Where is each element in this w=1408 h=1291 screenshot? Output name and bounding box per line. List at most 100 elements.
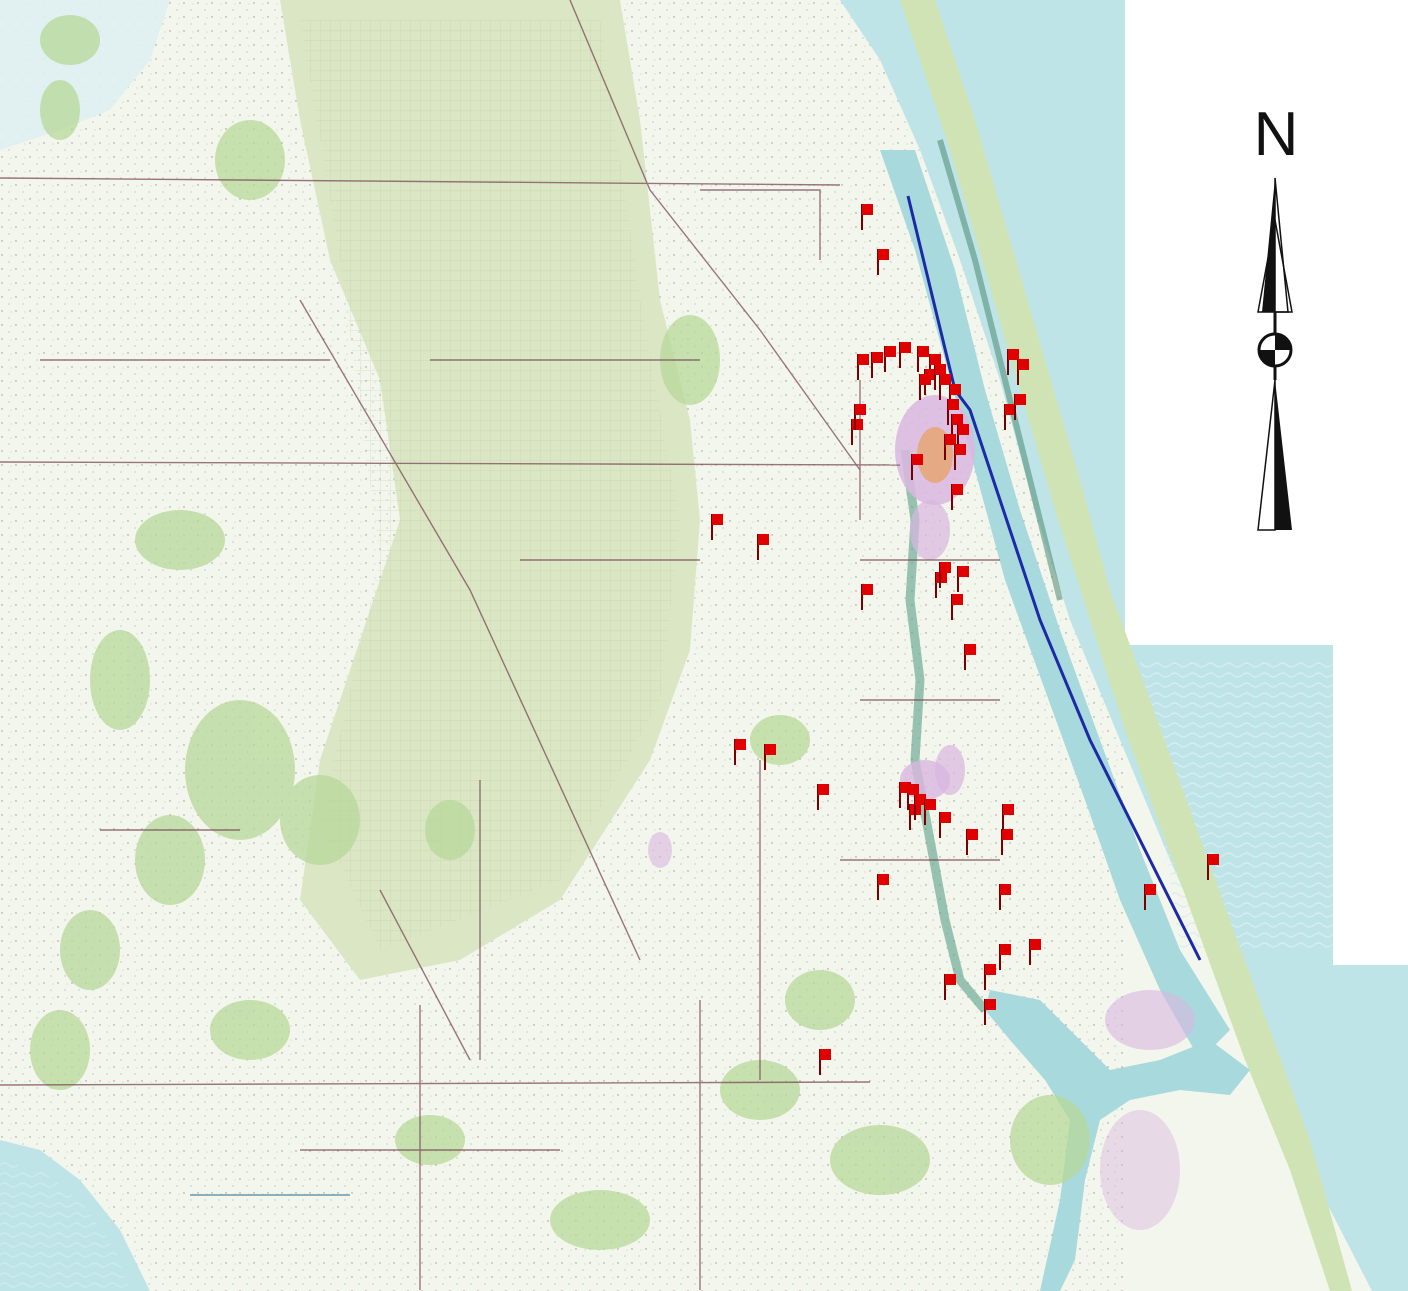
red-flag-icon — [948, 399, 959, 410]
site-flag — [1014, 394, 1026, 420]
site-flag — [939, 812, 951, 838]
red-flag-icon — [1000, 884, 1011, 895]
site-flag — [854, 404, 866, 430]
site-flag — [1004, 404, 1016, 430]
site-flag — [861, 584, 873, 610]
site-flag — [957, 566, 969, 592]
site-flag — [734, 739, 746, 765]
site-flag — [944, 434, 956, 460]
site-flag — [947, 399, 959, 425]
red-flag-icon — [758, 534, 769, 545]
red-flag-icon — [765, 744, 776, 755]
red-flag-icon — [1208, 854, 1219, 865]
red-flag-icon — [862, 584, 873, 595]
red-flag-icon — [1030, 939, 1041, 950]
site-flag — [861, 204, 873, 230]
red-flag-icon — [912, 454, 923, 465]
site-flag — [934, 364, 946, 390]
red-flag-icon — [967, 829, 978, 840]
river-water — [985, 990, 1250, 1291]
red-flag-icon — [958, 566, 969, 577]
red-flag-icon — [952, 484, 963, 495]
site-flag — [944, 974, 956, 1000]
red-flag-icon — [920, 374, 931, 385]
red-flag-icon — [936, 572, 947, 583]
red-flag-icon — [1018, 359, 1029, 370]
red-flag-icon — [900, 782, 911, 793]
red-flag-icon — [955, 444, 966, 455]
north-label: N — [1253, 100, 1299, 169]
red-flag-icon — [1005, 404, 1016, 415]
red-flag-icon — [1000, 944, 1011, 955]
inland-river — [900, 449, 989, 1013]
red-flag-icon — [965, 644, 976, 655]
red-flag-icon — [735, 739, 746, 750]
gulf-waves — [0, 1160, 130, 1291]
site-flag — [939, 562, 951, 588]
site-flag — [954, 444, 966, 470]
roads — [0, 0, 1000, 1290]
site-flag — [819, 1049, 831, 1075]
farmland-grid — [300, 20, 680, 950]
lagoon-water — [880, 150, 1230, 1060]
north-arrow-icon — [1257, 177, 1293, 531]
site-flag — [939, 374, 951, 400]
site-flag — [914, 794, 926, 820]
red-flag-icon — [985, 964, 996, 975]
site-flag — [711, 514, 723, 540]
red-flag-icon — [1008, 349, 1019, 360]
site-flag — [1144, 884, 1156, 910]
site-flag — [999, 944, 1011, 970]
red-flag-icon — [915, 794, 926, 805]
site-flag — [924, 799, 936, 825]
red-flag-icon — [885, 346, 896, 357]
site-flag — [984, 999, 996, 1025]
red-flag-icon — [862, 204, 873, 215]
site-flag — [857, 354, 869, 380]
site-flag — [911, 454, 923, 480]
red-flag-icon — [818, 784, 829, 795]
barrier-island-detail — [937, 139, 1063, 601]
site-flag — [764, 744, 776, 770]
site-flag — [966, 829, 978, 855]
red-flag-icon — [958, 424, 969, 435]
red-flag-icon — [878, 249, 889, 260]
map-margin — [1125, 0, 1408, 645]
site-flag — [951, 594, 963, 620]
site-flag — [871, 352, 883, 378]
red-flag-icon — [945, 974, 956, 985]
red-flag-icon — [855, 404, 866, 415]
red-flag-icon — [985, 999, 996, 1010]
red-flag-icon — [940, 562, 951, 573]
site-flag — [1002, 804, 1014, 830]
red-flag-icon — [1145, 884, 1156, 895]
red-flag-icon — [940, 374, 951, 385]
site-flag — [877, 249, 889, 275]
red-flag-icon — [872, 352, 883, 363]
site-flag — [877, 874, 889, 900]
barrier-island — [900, 0, 1352, 1291]
red-flag-icon — [1003, 804, 1014, 815]
red-flag-icon — [918, 346, 929, 357]
site-flag — [917, 346, 929, 372]
red-flag-icon — [950, 384, 961, 395]
site-flags — [711, 204, 1219, 1075]
site-flag — [899, 782, 911, 808]
site-flag — [1007, 349, 1019, 375]
site-flag — [919, 374, 931, 400]
red-flag-icon — [1002, 829, 1013, 840]
red-flag-icon — [1015, 394, 1026, 405]
site-flag — [935, 572, 947, 598]
site-flag — [899, 342, 911, 368]
red-flag-icon — [925, 799, 936, 810]
red-flag-icon — [820, 1049, 831, 1060]
red-flag-icon — [852, 419, 863, 430]
red-flag-icon — [952, 414, 963, 425]
red-flag-icon — [945, 434, 956, 445]
red-flag-icon — [952, 594, 963, 605]
red-flag-icon — [878, 874, 889, 885]
red-flag-icon — [858, 354, 869, 365]
site-flag — [951, 484, 963, 510]
